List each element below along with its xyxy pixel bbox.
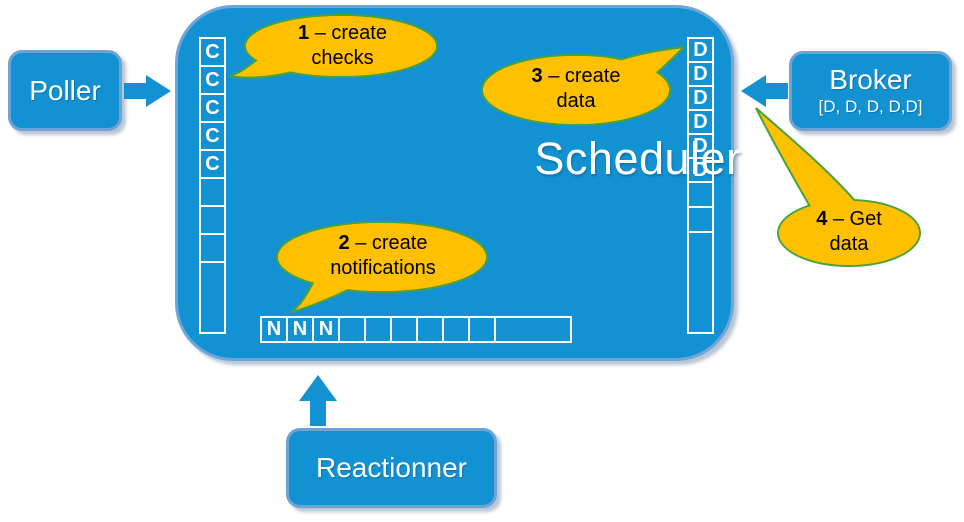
queue-cell-filled: C bbox=[201, 151, 224, 179]
callout-4-text: 4 – Get data bbox=[816, 208, 882, 255]
queue-cell-filled: D bbox=[689, 87, 712, 111]
queue-cell-empty bbox=[201, 207, 224, 235]
queue-cell-empty bbox=[470, 318, 496, 341]
callout-1-text: 1 – create checks bbox=[298, 22, 387, 69]
callout-3-text: 3 – create data bbox=[531, 65, 621, 112]
queue-cell-filled: D bbox=[689, 135, 712, 159]
scheduler-title: Scheduler bbox=[534, 133, 742, 184]
queue-cell-empty bbox=[201, 235, 224, 263]
queue-cell-long-empty bbox=[496, 318, 570, 341]
queue-cell-empty bbox=[418, 318, 444, 341]
queue-cell-filled: C bbox=[201, 39, 224, 67]
queue-cell-empty bbox=[689, 183, 712, 208]
queue-cell-filled: N bbox=[262, 318, 288, 341]
reactionner-arrow bbox=[299, 375, 337, 426]
queue-cell-empty bbox=[392, 318, 418, 341]
broker-queue-label: [D, D, D, D,D] bbox=[818, 97, 923, 116]
queue-cell-filled: D bbox=[689, 111, 712, 135]
queue-cell-filled: D bbox=[689, 63, 712, 87]
queue-cell-empty bbox=[340, 318, 366, 341]
broker-box: Broker [D, D, D, D,D] bbox=[789, 51, 952, 131]
queue-cell-filled: C bbox=[201, 67, 224, 95]
queue-cell-empty bbox=[201, 179, 224, 207]
queue-cell-empty bbox=[689, 208, 712, 233]
queue-cell-long-empty bbox=[201, 263, 224, 332]
poller-arrow bbox=[124, 75, 171, 107]
queue-cell-filled: C bbox=[201, 95, 224, 123]
queue-cell-filled: N bbox=[314, 318, 340, 341]
poller-label: Poller bbox=[29, 74, 101, 106]
reactionner-box: Reactionner bbox=[286, 428, 497, 508]
queue-cell-empty bbox=[366, 318, 392, 341]
queue-cell-filled: N bbox=[288, 318, 314, 341]
poller-box: Poller bbox=[8, 50, 122, 131]
broker-arrow bbox=[741, 75, 788, 107]
callout-2-text: 2 – create notifications bbox=[330, 232, 436, 279]
queue-cell-empty bbox=[444, 318, 470, 341]
queue-cell-filled: D bbox=[689, 39, 712, 63]
queue-cell-filled: C bbox=[201, 123, 224, 151]
reactionner-label: Reactionner bbox=[316, 452, 467, 483]
broker-label: Broker bbox=[829, 64, 912, 95]
queue-cell-filled: D bbox=[689, 159, 712, 183]
queue-cell-long-empty bbox=[689, 233, 712, 332]
